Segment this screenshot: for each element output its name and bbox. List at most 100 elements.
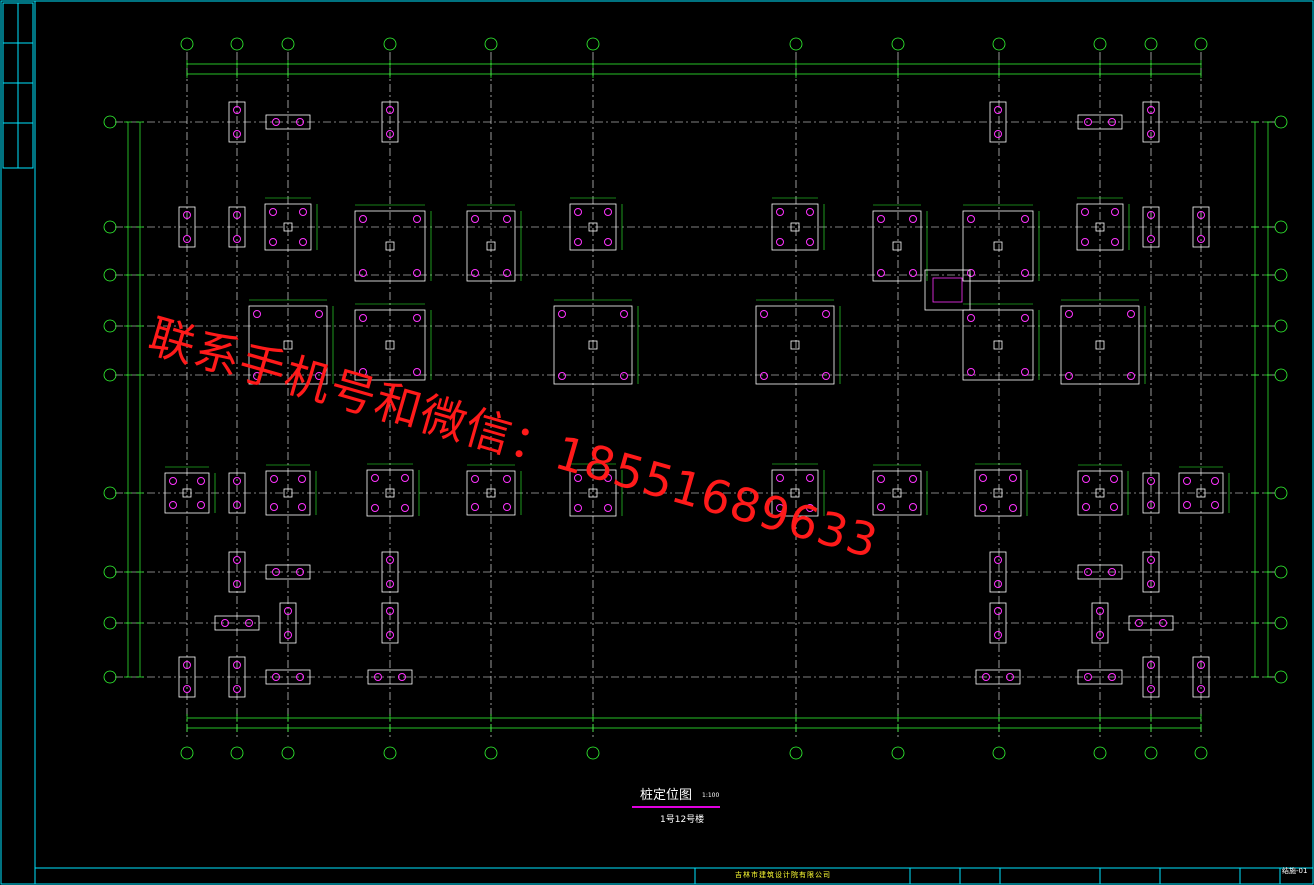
stair-shaft-inner (932, 277, 963, 303)
axis-bubble-row-D (103, 220, 117, 234)
column-stub (790, 340, 800, 350)
pile-caps (164, 101, 1230, 698)
pile-cap (354, 309, 426, 381)
pile (1211, 501, 1219, 509)
pile (604, 238, 612, 246)
axis-bubble-5 (484, 37, 498, 51)
company-name: 吉林市建筑设计院有限公司 (735, 871, 831, 879)
pile (386, 580, 394, 588)
pile (776, 474, 784, 482)
pile (413, 215, 421, 223)
pile (604, 474, 612, 482)
column-stub (993, 241, 1003, 251)
pile (221, 619, 229, 627)
column-stub (385, 340, 395, 350)
drawing-title: 桩定位图 (640, 788, 693, 803)
pile (1065, 310, 1073, 318)
strip-cap (989, 101, 1007, 143)
pile (1197, 685, 1205, 693)
pile (806, 208, 814, 216)
pile (1096, 631, 1104, 639)
column-stub (993, 488, 1003, 498)
pile (386, 607, 394, 615)
axis-bubble-1 (180, 746, 194, 760)
strip-cap (265, 669, 311, 685)
pile (296, 568, 304, 576)
drawing-subtitle: 1号12号楼 (660, 815, 705, 825)
axis-bubble-12 (1194, 37, 1208, 51)
strip-cap (381, 551, 399, 593)
pile (1147, 580, 1155, 588)
column-stub (790, 488, 800, 498)
pile (1147, 477, 1155, 485)
axis-bubble-10 (1093, 746, 1107, 760)
pile (503, 215, 511, 223)
pile (1111, 208, 1119, 216)
pile (503, 475, 511, 483)
pile (967, 215, 975, 223)
pile (1021, 314, 1029, 322)
pile (298, 503, 306, 511)
pile (284, 607, 292, 615)
strip-cap (1077, 564, 1123, 580)
pile (1110, 475, 1118, 483)
pile (386, 556, 394, 564)
pile (909, 215, 917, 223)
pile (1021, 368, 1029, 376)
strip-cap (228, 551, 246, 593)
pile (371, 474, 379, 482)
axis-bubble-row-A (1274, 670, 1288, 684)
pile (1127, 372, 1135, 380)
pile (1108, 118, 1116, 126)
column-stub (283, 340, 293, 350)
dimension-lines (124, 60, 1272, 732)
pile (183, 211, 191, 219)
pile (1009, 504, 1017, 512)
pile (1108, 673, 1116, 681)
axis-bubble-11 (1144, 746, 1158, 760)
pile-cap (1060, 305, 1140, 385)
pile-cap (962, 210, 1034, 282)
pile (1147, 211, 1155, 219)
pile (401, 504, 409, 512)
strip-cap (1142, 472, 1160, 514)
axis-bubble-row-B (1274, 368, 1288, 382)
column-stub (385, 488, 395, 498)
pile (1110, 503, 1118, 511)
axis-bubble-row-A (103, 616, 117, 630)
pile (574, 504, 582, 512)
pile (401, 474, 409, 482)
stair-shaft (924, 269, 971, 311)
pile (806, 504, 814, 512)
pile (299, 238, 307, 246)
column-stub (588, 488, 598, 498)
pile (604, 504, 612, 512)
pile (1147, 685, 1155, 693)
axis-bubble-9 (992, 37, 1006, 51)
axis-bubble-2 (230, 37, 244, 51)
pile (1111, 238, 1119, 246)
pile (1021, 215, 1029, 223)
column-stub (993, 340, 1003, 350)
pile (233, 556, 241, 564)
pile (994, 607, 1002, 615)
pile (471, 475, 479, 483)
pile (233, 106, 241, 114)
pile (272, 673, 280, 681)
pile-cap (553, 305, 633, 385)
axis-bubble-3 (281, 37, 295, 51)
column-stub (790, 222, 800, 232)
pile (183, 661, 191, 669)
pile (197, 477, 205, 485)
strip-cap (989, 551, 1007, 593)
strip-cap (1142, 551, 1160, 593)
strip-cap (1192, 656, 1210, 698)
axis-bubble-7 (789, 746, 803, 760)
axis-bubble-row-B (103, 368, 117, 382)
pile (315, 372, 323, 380)
pile (359, 215, 367, 223)
axis-bubbles (103, 37, 1288, 760)
strip-cap (381, 602, 399, 644)
pile (822, 310, 830, 318)
